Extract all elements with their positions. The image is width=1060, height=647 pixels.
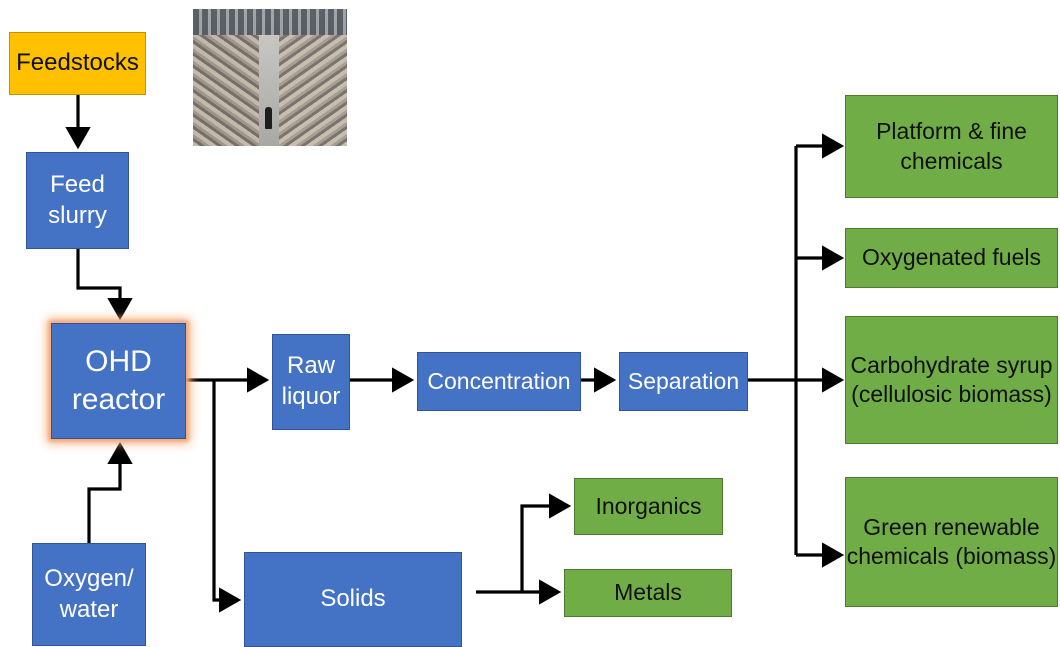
node-metals: Metals [564,569,732,617]
photo-person-silhouette [265,107,272,129]
node-feedstocks: Feedstocks [9,32,146,95]
node-solids: Solids [244,552,462,647]
photo-waste-pile-right [277,35,347,146]
warehouse-waste-photo [193,9,347,146]
arrow-slurry-to-reactor [76,249,133,321]
arrow-to-inorganics [520,493,572,592]
node-carbohydrate-syrup: Carbohydrate syrup (cellulosic biomass) [845,316,1058,444]
node-raw-liquor: Raw liquor [272,334,350,430]
node-green-chemicals: Green renewable chemicals (biomass) [845,477,1058,607]
node-ohd-reactor: OHD reactor [51,323,186,439]
arrow-reactor-to-solids [212,380,242,613]
node-feed-slurry: Feed slurry [26,152,129,249]
node-concentration: Concentration [417,352,581,411]
node-oxygen-water: Oxygen/ water [32,543,146,646]
node-separation: Separation [619,352,748,411]
node-inorganics: Inorganics [574,478,723,535]
photo-waste-pile-left [193,35,261,146]
photo-ceiling [193,9,347,35]
arrow-oxygen-to-reactor [87,441,133,543]
photo-aisle [259,35,279,146]
node-platform-chemicals: Platform & fine chemicals [845,95,1058,198]
node-oxygenated-fuels: Oxygenated fuels [845,228,1058,288]
